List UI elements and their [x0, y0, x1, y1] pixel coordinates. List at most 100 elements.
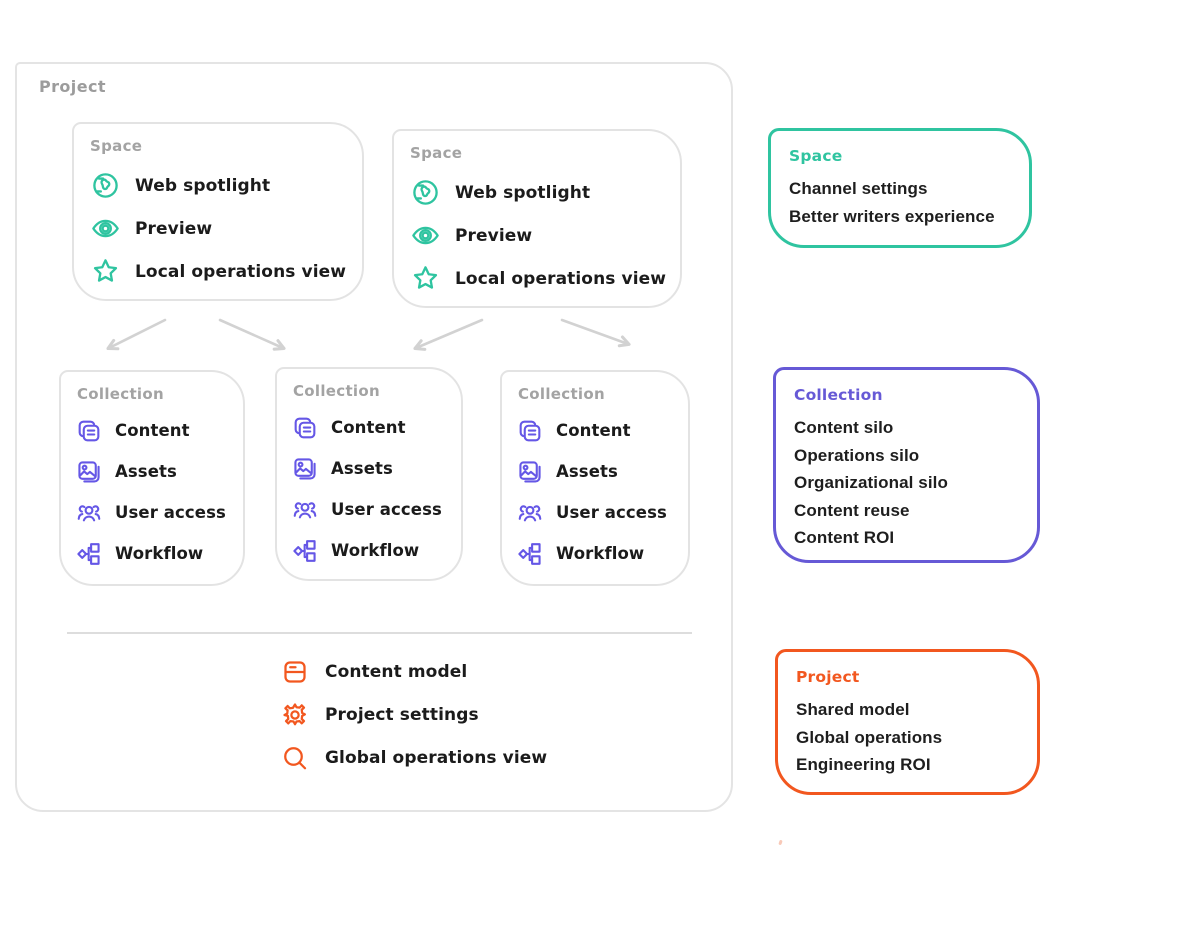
space-box-1: Space Web spotlight Preview Local operat… — [72, 122, 364, 301]
collection-box-label: Collection — [77, 385, 164, 403]
stray-mark — [778, 839, 783, 846]
collection-item-assets: Assets — [516, 457, 667, 486]
collection-item-content: Content — [516, 416, 667, 445]
users-icon — [518, 504, 542, 521]
space-item-local-operations: Local operations view — [90, 256, 346, 287]
space-item-label: Preview — [135, 218, 213, 239]
space-item-list: Web spotlight Preview Local operations v… — [90, 170, 346, 287]
search-icon — [284, 747, 307, 770]
annotation-line: Organizational silo — [794, 473, 948, 492]
space-item-label: Web spotlight — [135, 175, 271, 196]
annotation-line: Better writers experience — [789, 206, 995, 226]
project-item-label: Global operations view — [325, 748, 548, 768]
project-item-content-model: Content model — [280, 656, 547, 688]
content-model-icon — [284, 661, 306, 683]
collection-item-label: User access — [331, 500, 442, 519]
collection-item-label: Assets — [331, 459, 393, 478]
annotation-line: Content ROI — [794, 528, 895, 547]
collection-box-2: Collection Content Assets User access Wo… — [275, 367, 463, 581]
project-item-label: Project settings — [325, 705, 479, 725]
annotation-line: Global operations — [796, 727, 943, 747]
project-item-global-operations: Global operations view — [280, 742, 547, 774]
space-item-preview: Preview — [410, 220, 666, 251]
globe-icon — [413, 180, 438, 205]
collection-item-label: Content — [556, 421, 631, 440]
collection-item-label: Content — [331, 418, 406, 437]
annotation-project-title: Project — [796, 668, 860, 686]
eye-icon — [92, 219, 119, 238]
annotation-line: Operations silo — [794, 445, 920, 465]
content-icon — [294, 417, 316, 438]
annotation-line: Channel settings — [789, 179, 928, 198]
project-item-label: Content model — [325, 662, 468, 682]
space-item-label: Web spotlight — [455, 182, 591, 203]
space-item-preview: Preview — [90, 213, 346, 244]
collection-box-label: Collection — [293, 382, 380, 400]
collection-item-label: Workflow — [556, 544, 645, 563]
space-box-label: Space — [90, 137, 143, 155]
arrow-space2-coll3 — [560, 318, 631, 348]
collection-item-workflow: Workflow — [516, 539, 667, 568]
star-icon — [93, 259, 118, 282]
assets-icon — [294, 457, 316, 480]
space-item-label: Local operations view — [135, 261, 347, 282]
annotation-collection: Collection Content silo Operations silo … — [773, 367, 1040, 563]
annotation-line: Content silo — [794, 418, 894, 437]
project-item-project-settings: Project settings — [280, 699, 547, 731]
collection-item-list: Content Assets User access Workflow — [516, 416, 667, 568]
annotation-line: Engineering ROI — [796, 755, 931, 774]
collection-item-label: Content — [115, 421, 190, 440]
workflow-icon — [293, 539, 316, 562]
space-box-label: Space — [410, 144, 463, 162]
collection-item-label: User access — [556, 503, 667, 522]
content-icon — [519, 420, 541, 441]
space-item-list: Web spotlight Preview Local operations v… — [410, 177, 666, 294]
collection-item-list: Content Assets User access Workflow — [291, 413, 442, 565]
collection-item-content: Content — [75, 416, 226, 445]
collection-item-workflow: Workflow — [291, 536, 442, 565]
eye-icon — [412, 226, 439, 245]
project-container: Project Space Web spotlight Preview Loca… — [15, 62, 733, 812]
collection-item-content: Content — [291, 413, 442, 442]
space-box-2: Space Web spotlight Preview Local operat… — [392, 129, 682, 308]
collection-item-label: Assets — [115, 462, 177, 481]
annotation-space: Space Channel settings Better writers ex… — [768, 128, 1032, 248]
space-item-local-operations: Local operations view — [410, 263, 666, 294]
annotation-space-title: Space — [789, 147, 843, 165]
annotation-line: Shared model — [796, 700, 910, 719]
globe-icon — [93, 173, 118, 198]
assets-icon — [519, 460, 541, 483]
collection-box-1: Collection Content Assets User access Wo… — [59, 370, 245, 586]
users-icon — [293, 501, 317, 518]
collection-item-user-access: User access — [75, 498, 226, 527]
section-divider — [67, 632, 692, 634]
collection-item-user-access: User access — [516, 498, 667, 527]
star-icon — [413, 266, 438, 289]
arrow-space1-coll1 — [106, 318, 167, 351]
workflow-icon — [77, 542, 100, 565]
annotation-collection-title: Collection — [794, 386, 883, 404]
collection-item-assets: Assets — [75, 457, 226, 486]
collection-box-3: Collection Content Assets User access Wo… — [500, 370, 690, 586]
arrow-space1-coll2 — [218, 318, 286, 351]
project-container-label: Project — [39, 77, 106, 96]
collection-box-label: Collection — [518, 385, 605, 403]
assets-icon — [78, 460, 100, 483]
annotation-line: Content reuse — [794, 500, 910, 520]
annotation-project: Project Shared model Global operations E… — [775, 649, 1040, 795]
collection-item-assets: Assets — [291, 454, 442, 483]
workflow-icon — [518, 542, 541, 565]
users-icon — [77, 504, 101, 521]
collection-item-label: Workflow — [115, 544, 204, 563]
arrow-space2-coll2 — [413, 318, 484, 351]
gear-icon — [283, 703, 306, 726]
space-item-label: Local operations view — [455, 268, 667, 289]
space-item-web-spotlight: Web spotlight — [90, 170, 346, 201]
space-item-web-spotlight: Web spotlight — [410, 177, 666, 208]
collection-item-list: Content Assets User access Workflow — [75, 416, 226, 568]
collection-item-user-access: User access — [291, 495, 442, 524]
project-item-list: Content model Project settings Global op… — [280, 656, 547, 774]
content-icon — [78, 420, 100, 441]
collection-item-workflow: Workflow — [75, 539, 226, 568]
